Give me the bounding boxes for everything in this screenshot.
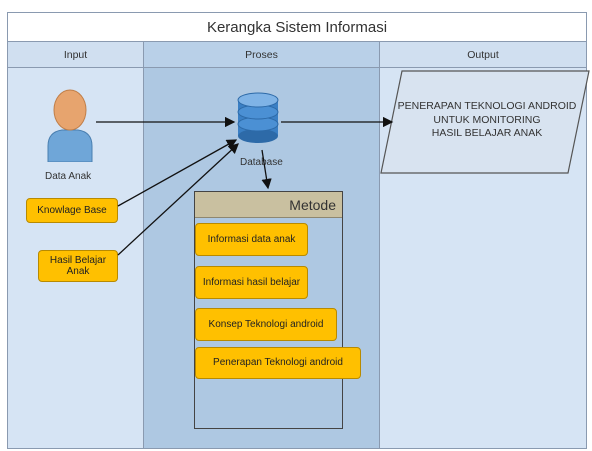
- person-icon: [47, 89, 93, 162]
- actor-label: Data Anak: [45, 171, 92, 182]
- metode-item: Penerapan Teknologi android: [195, 347, 361, 379]
- knowledge-base-box: Knowlage Base: [26, 198, 118, 223]
- column-header-output: Output: [379, 41, 587, 68]
- arrow-hasil-to-database: [117, 143, 239, 256]
- diagram-title: Kerangka Sistem Informasi: [7, 12, 587, 42]
- column-header-proses: Proses: [143, 41, 380, 68]
- metode-title: Metode: [195, 192, 342, 218]
- output-text: PENERAPAN TEKNOLOGI ANDROID UNTUK MONITO…: [384, 100, 590, 141]
- output-line-1: PENERAPAN TEKNOLOGI ANDROID: [397, 100, 577, 112]
- metode-item: Informasi data anak: [195, 223, 308, 256]
- arrow-knowledge-to-database: [117, 139, 238, 207]
- column-header-input: Input: [7, 41, 144, 68]
- database-label: Database: [240, 157, 283, 168]
- database-icon: [237, 92, 279, 143]
- hasil-belajar-box: Hasil Belajar Anak: [38, 250, 118, 282]
- metode-item: Informasi hasil belajar: [195, 266, 308, 299]
- metode-panel: Metode: [194, 191, 343, 429]
- output-line-3: HASIL BELAJAR ANAK: [431, 127, 543, 140]
- output-parallelogram: [380, 70, 590, 174]
- arrow-database-to-metode: [261, 149, 272, 190]
- output-line-2: UNTUK MONITORING: [433, 113, 541, 126]
- metode-item: Konsep Teknologi android: [195, 308, 337, 341]
